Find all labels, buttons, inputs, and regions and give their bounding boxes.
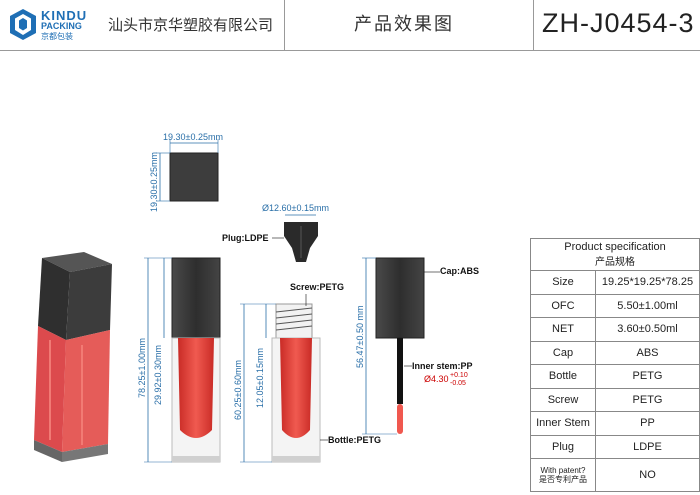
header-divider	[533, 0, 534, 50]
drawing-title: 产品效果图	[354, 14, 454, 34]
brand-sub: PACKING	[41, 21, 82, 31]
stem-length-dim: 56.47±0.50 mm	[355, 306, 365, 368]
product-code: ZH-J0454-3	[542, 8, 695, 38]
neck-height-dim: 12.05±0.15mm	[255, 348, 265, 408]
cap-applicator: 56.47±0.50 mm Cap:ABS Inner stem:PP Ø4.3…	[355, 257, 479, 435]
brand-cn: 京都包装	[41, 32, 73, 41]
screw-label: Screw:PETG	[290, 282, 344, 292]
company-name: 汕头市京华塑胶有限公司	[108, 16, 274, 34]
inner-stem-label: Inner stem:PP	[412, 361, 473, 371]
total-height-dim: 78.25±1.00mm	[137, 338, 147, 398]
cap-label: Cap:ABS	[440, 266, 479, 276]
stem-tol-minus: -0.05	[450, 380, 466, 387]
spec-title: Product specification	[564, 241, 666, 253]
spec-row-patent: With patent?是否专利产品 NO	[530, 458, 700, 492]
cube-icon	[10, 9, 36, 40]
bottle-label: Bottle:PETG	[328, 435, 381, 445]
cap-height-dim: 19.30±0.25mm	[149, 152, 159, 212]
plug-dia-dim: Ø12.60±0.15mm	[262, 203, 329, 213]
cap-top-view: 19.30±0.25mm 19.30±0.25mm	[149, 132, 223, 212]
cap-length-dim: 29.92±0.30mm	[153, 345, 163, 405]
cap-width-dim: 19.30±0.25mm	[163, 132, 223, 142]
header: KINDU PACKING 京都包装 汕头市京华塑胶有限公司 产品效果图 ZH-…	[0, 0, 700, 51]
spec-title-cn: 产品规格	[595, 257, 635, 268]
stem-tol-plus: +0.10	[450, 372, 468, 379]
brand-logo: KINDU PACKING 京都包装	[8, 6, 108, 44]
bottle-open: 60.25±0.60mm 12.05±0.15mm Screw:PETG Bot…	[233, 282, 381, 463]
plug-part: Ø12.60±0.15mm Plug:LDPE	[222, 203, 329, 262]
patent-key: With patent?是否专利产品	[530, 458, 596, 492]
bottle-assembled: 78.25±1.00mm 29.92±0.30mm	[137, 257, 221, 463]
technical-drawing: 19.30±0.25mm 19.30±0.25mm Ø12.60±0.15mm …	[34, 132, 479, 463]
brand-name: KINDU	[41, 8, 88, 23]
patent-value: NO	[595, 458, 700, 492]
spec-header: Product specification 产品规格	[530, 238, 700, 271]
header-divider	[284, 0, 285, 50]
bottle-render	[34, 252, 112, 462]
bottle-height-dim: 60.25±0.60mm	[233, 360, 243, 420]
stem-dia-dim: Ø4.30	[424, 374, 449, 384]
plug-label: Plug:LDPE	[222, 233, 269, 243]
